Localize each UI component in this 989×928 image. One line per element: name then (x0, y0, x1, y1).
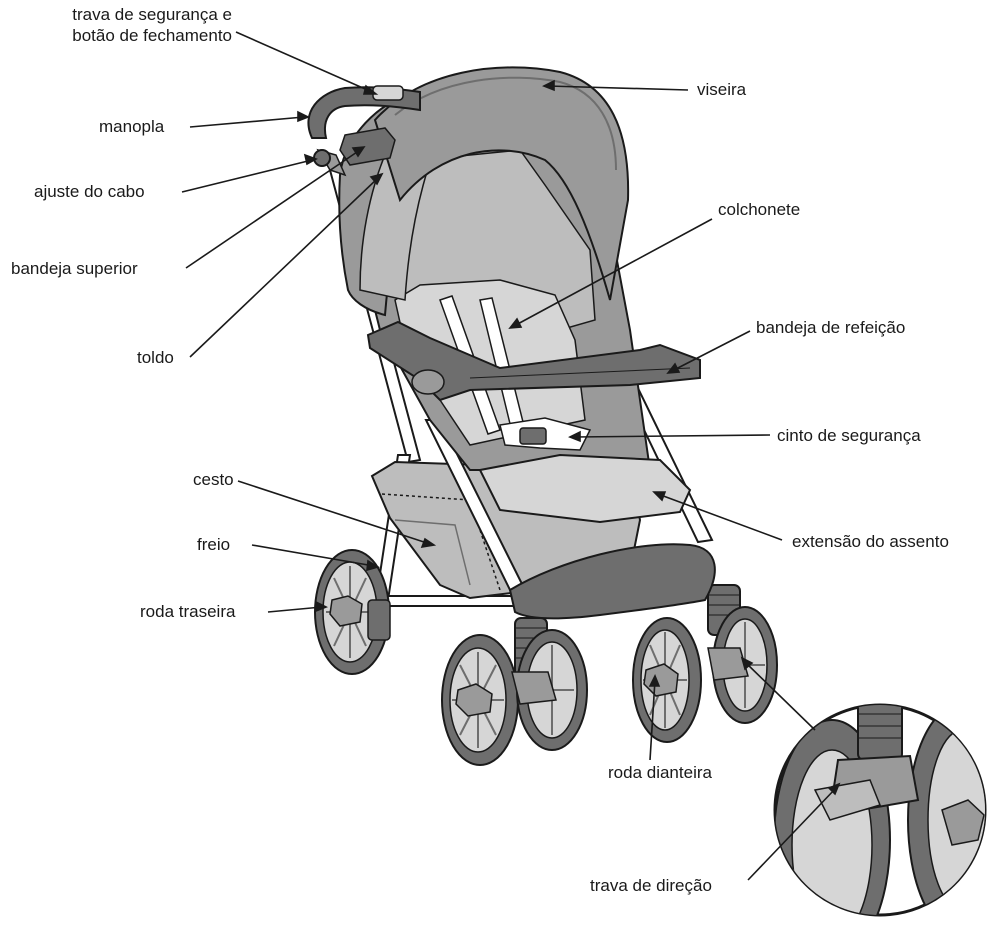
label-safety-lock: trava de segurança e (72, 5, 232, 24)
label-basket: cesto (193, 470, 234, 489)
label-canopy: toldo (137, 348, 174, 367)
front-bumper (508, 543, 716, 620)
seat-extension (478, 453, 692, 524)
handle (307, 85, 421, 177)
leader-lines (181, 31, 841, 881)
label-rear-wheel: roda traseira (140, 602, 236, 621)
rear-wheel-illustration (314, 549, 391, 675)
label-swivel-lock: trava de direção (590, 876, 712, 895)
zoom-detail (773, 703, 987, 917)
visor (373, 66, 630, 301)
label-parent-tray: bandeja superior (11, 259, 138, 278)
label-brake: freio (197, 535, 231, 554)
label-harness: cinto de segurança (777, 426, 921, 445)
label-visor: viseira (697, 80, 747, 99)
label-safety-lock-line2: botão de fechamento (72, 26, 232, 45)
label-seat-pad: colchonete (718, 200, 801, 219)
label-handle-adjust: ajuste do cabo (34, 182, 145, 201)
front-wheels-illustration (441, 606, 778, 766)
parent-tray (339, 127, 396, 166)
label-front-wheel: roda dianteira (608, 763, 712, 782)
label-seat-extension: extensão do assento (792, 532, 949, 551)
label-handle: manopla (99, 117, 165, 136)
label-child-tray: bandeja de refeição (756, 318, 906, 337)
